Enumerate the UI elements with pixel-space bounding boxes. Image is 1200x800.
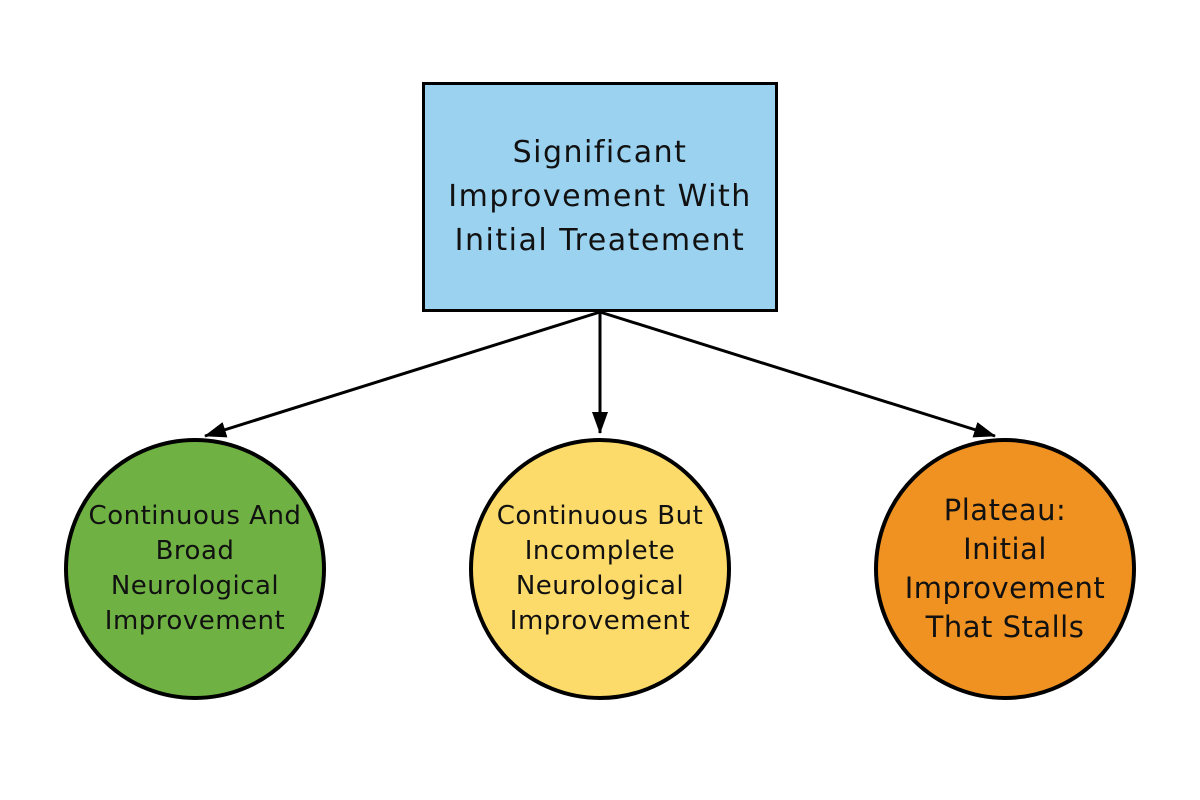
arrow-to-plateau [599, 310, 996, 438]
text-line: Initial Treatement [454, 223, 746, 258]
text-line: Improvement [509, 606, 691, 636]
text-line: That Stalls [925, 610, 1085, 644]
text-line: Broad [155, 536, 235, 566]
text-line: Improvement [904, 571, 1106, 605]
text-line: Plateau: [943, 493, 1067, 527]
text-line: Continuous And [88, 501, 302, 531]
arrow-to-broad-improvement [204, 310, 601, 438]
text-line: Continuous But [496, 501, 704, 531]
text-line: Improvement With [448, 179, 752, 214]
text-line: Initial [963, 532, 1047, 566]
text-line: Incomplete [524, 536, 676, 566]
text-line: Neurological [515, 571, 685, 601]
text-line: Improvement [104, 606, 286, 636]
text-line: Neurological [110, 571, 280, 601]
text-line: Significant [512, 135, 688, 170]
